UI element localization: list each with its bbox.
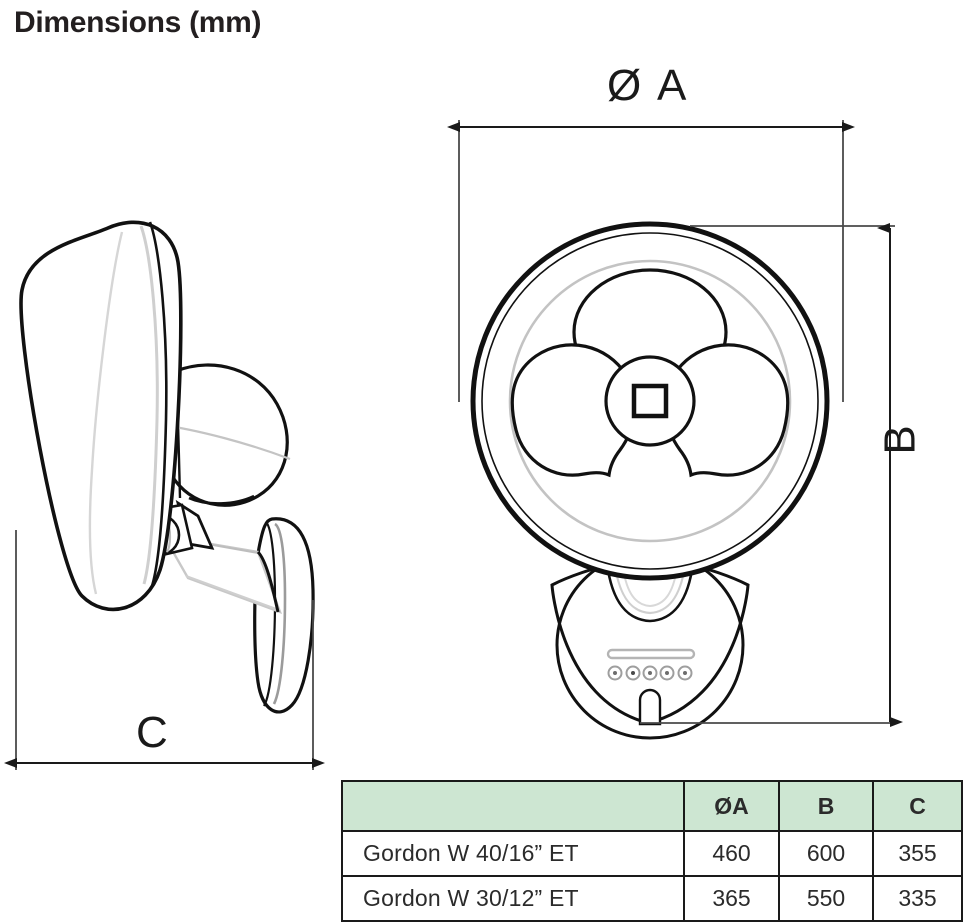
wall-mount-plate (253, 517, 315, 714)
table-row: Gordon W 40/16” ET 460 600 355 (341, 830, 963, 877)
technical-drawing: Ø A B C (4, 61, 925, 770)
table-cell-c: 335 (872, 875, 963, 922)
table-header-diameter-a: ØA (683, 780, 780, 832)
dimension-b (640, 223, 903, 727)
drawing-canvas (4, 120, 903, 770)
table-cell-diameter-a: 365 (683, 875, 780, 922)
table-header-row: ØA B C (341, 780, 963, 832)
table-cell-c: 355 (872, 830, 963, 877)
side-elevation-view (19, 220, 315, 714)
table-cell-b: 600 (778, 830, 874, 877)
table-row: Gordon W 30/12” ET 365 550 335 (341, 875, 963, 922)
grille-side-profile (19, 220, 183, 612)
table-cell-b: 550 (778, 875, 874, 922)
dimension-label-diameter-a: Ø A (607, 61, 690, 110)
front-elevation-view (470, 221, 830, 740)
control-panel-icon (606, 648, 696, 660)
table-cell-diameter-a: 460 (683, 830, 780, 877)
table-header-model (341, 780, 685, 832)
table-cell-model: Gordon W 40/16” ET (341, 830, 685, 877)
page-title: Dimensions (mm) (14, 6, 262, 39)
hub-square-icon (631, 383, 669, 419)
dimension-label-b: B (875, 425, 925, 455)
table-header-b: B (778, 780, 874, 832)
dimension-diameter-a (447, 120, 855, 402)
table-header-c: C (872, 780, 963, 832)
fan-blade-icon (510, 268, 790, 478)
control-button-icon (607, 665, 693, 681)
dimensions-table: ØA B C Gordon W 40/16” ET 460 600 355 Go… (341, 780, 963, 922)
dimension-c (4, 530, 325, 770)
base-foot-tab (638, 688, 662, 726)
dimension-label-c: C (136, 708, 168, 757)
table-cell-model: Gordon W 30/12” ET (341, 875, 685, 922)
